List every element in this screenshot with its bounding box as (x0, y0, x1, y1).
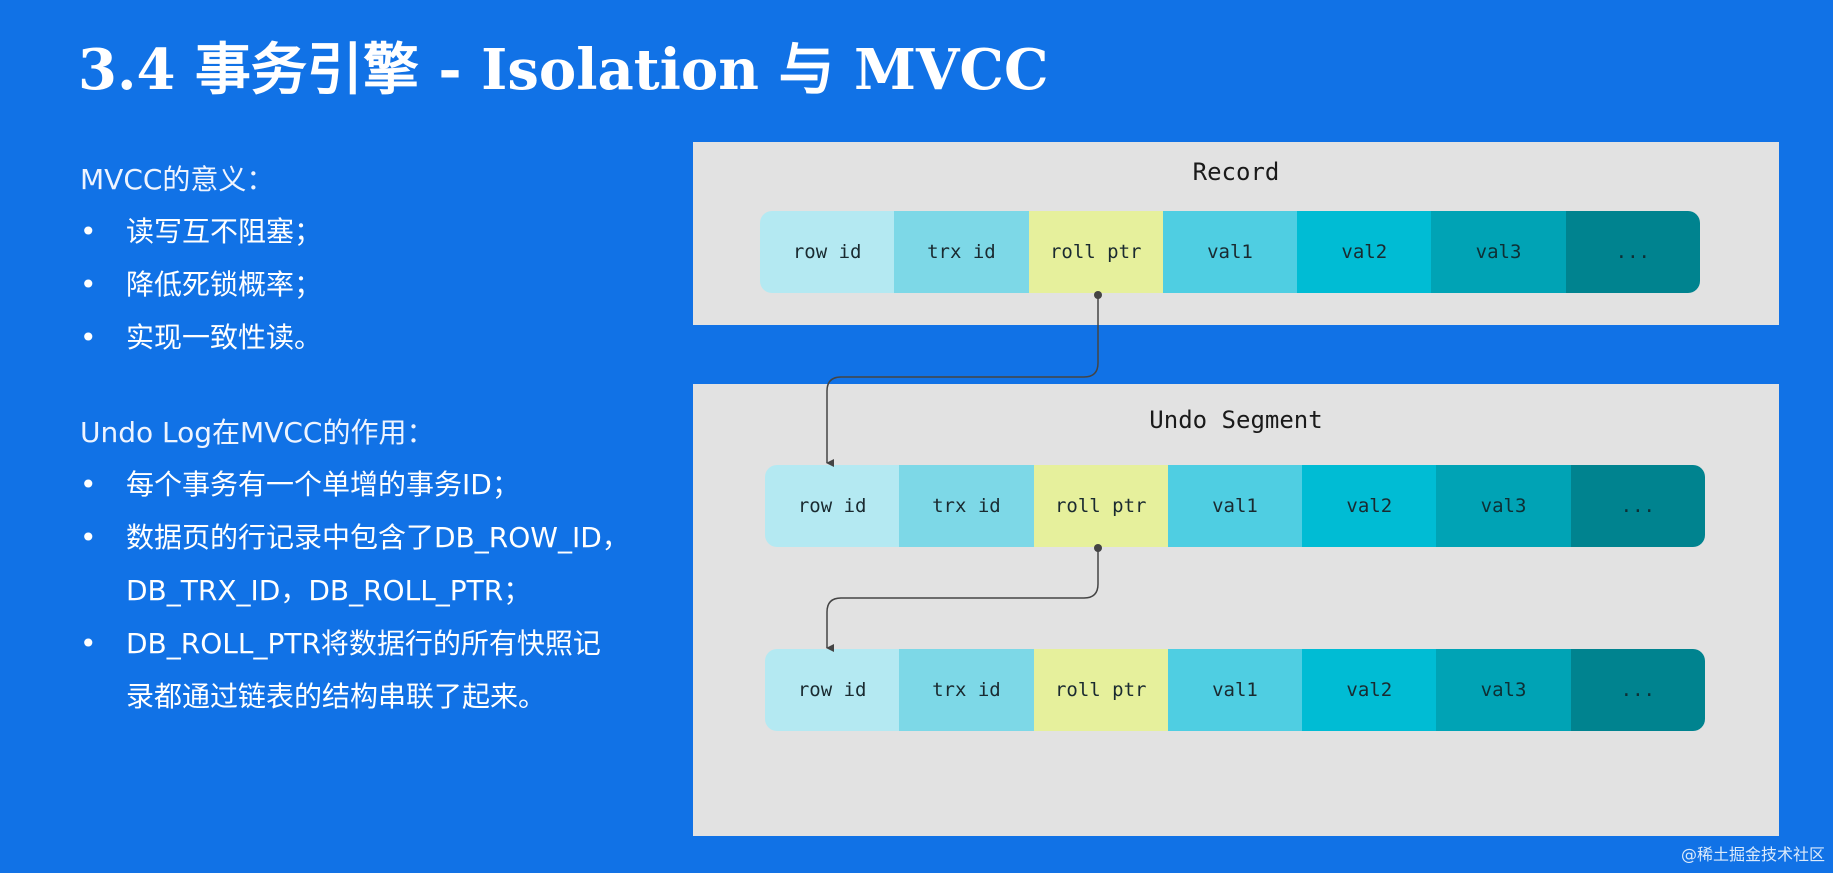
bullet-text: 读写互不阻塞； (126, 215, 323, 248)
bullet-text: 数据页的行记录中包含了DB_ROW_ID， (126, 521, 630, 554)
field-val2: val2 (1302, 649, 1437, 731)
bullet-item: • DB_ROLL_PTR将数据行的所有快照记录都通过链表的结构串联了起来。 (80, 617, 640, 723)
bullet-icon: • (80, 468, 97, 501)
field-val1: val1 (1167, 649, 1303, 731)
field-trx-id: trx id (899, 649, 1034, 731)
undo-segment-title: Undo Segment (1149, 406, 1323, 434)
field-row-id: row id (760, 211, 895, 293)
bullet-item: • 降低死锁概率； (80, 258, 640, 311)
mvcc-meaning-list: • 读写互不阻塞； • 降低死锁概率； • 实现一致性读。 (80, 205, 640, 364)
field-val1: val1 (1167, 465, 1303, 547)
field-ellipsis: ... (1570, 465, 1705, 547)
field-row-id: row id (765, 649, 900, 731)
bullet-text: 每个事务有一个单增的事务ID； (126, 468, 520, 501)
bullet-icon: • (80, 627, 97, 660)
record-title: Record (1192, 158, 1280, 186)
field-roll-ptr: roll ptr (1028, 211, 1163, 293)
text-column: MVCC的意义： • 读写互不阻塞； • 降低死锁概率； • 实现一致性读。 Undo… (80, 155, 640, 723)
field-row-id: row id (765, 465, 900, 547)
undo-role-heading: Undo Log在MVCC的作用： (80, 416, 435, 449)
bullet-text-continued: DB_TRX_ID，DB_ROLL_PTR； (126, 574, 532, 607)
field-val3: val3 (1431, 211, 1566, 293)
mvcc-meaning-heading: MVCC的意义： (80, 163, 275, 196)
field-ellipsis: ... (1565, 211, 1700, 293)
bullet-text: 降低死锁概率； (126, 268, 323, 301)
field-val2: val2 (1302, 465, 1437, 547)
pointer-arrow (826, 548, 1099, 652)
field-roll-ptr: roll ptr (1033, 465, 1168, 547)
page-title: 3.4 事务引擎 - Isolation 与 MVCC (78, 37, 1049, 103)
bullet-text: 实现一致性读。 (126, 321, 323, 354)
watermark: @稀土掘金技术社区 (1680, 845, 1825, 864)
bullet-icon: • (80, 521, 97, 554)
field-ellipsis: ... (1570, 649, 1705, 731)
bullet-text: DB_ROLL_PTR将数据行的所有快照记 (126, 627, 601, 660)
field-val1: val1 (1162, 211, 1298, 293)
pointer-arrow (826, 295, 1099, 467)
bullet-icon: • (80, 268, 97, 301)
field-roll-ptr: roll ptr (1033, 649, 1168, 731)
field-val3: val3 (1436, 649, 1571, 731)
undo-role-list: • 每个事务有一个单增的事务ID； • 数据页的行记录中包含了DB_ROW_ID， D… (80, 458, 640, 723)
bullet-item: • 读写互不阻塞； (80, 205, 640, 258)
bullet-item: • 每个事务有一个单增的事务ID； (80, 458, 640, 511)
field-trx-id: trx id (899, 465, 1034, 547)
field-val2: val2 (1297, 211, 1432, 293)
bullet-text-continued: 录都通过链表的结构串联了起来。 (126, 680, 547, 713)
bullet-item: • 数据页的行记录中包含了DB_ROW_ID， DB_TRX_ID，DB_ROLL_… (80, 511, 640, 617)
bullet-icon: • (80, 321, 97, 354)
bullet-icon: • (80, 215, 97, 248)
field-val3: val3 (1436, 465, 1571, 547)
bullet-item: • 实现一致性读。 (80, 311, 640, 364)
field-trx-id: trx id (894, 211, 1029, 293)
